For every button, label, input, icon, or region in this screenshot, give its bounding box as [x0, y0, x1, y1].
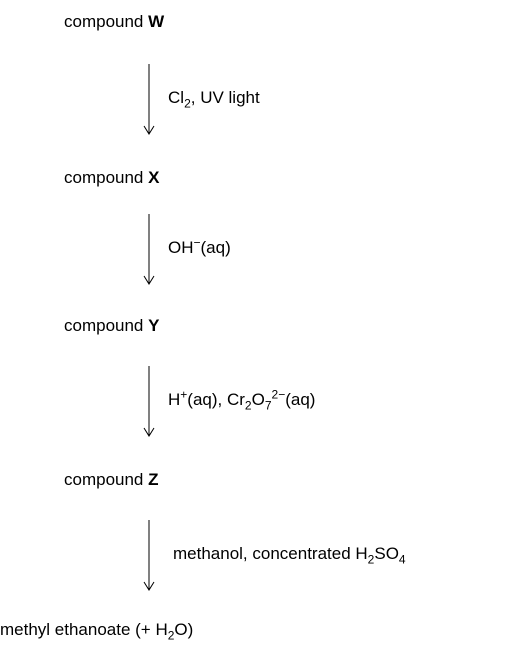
reagent-acidified-dichromate: H+(aq), Cr2O72−(aq) — [168, 387, 316, 413]
compound-z-letter: Z — [148, 470, 159, 489]
subscript: 4 — [398, 552, 406, 567]
reagent-text: OH — [168, 238, 194, 257]
reagent-text: methanol, concentrated H — [173, 544, 368, 563]
reagent-methanol-sulfuric-acid: methanol, concentrated H2SO4 — [173, 544, 406, 567]
compound-x-prefix: compound — [64, 168, 149, 187]
subscript: 2 — [367, 552, 375, 567]
compound-x-letter: X — [148, 168, 160, 187]
superscript: 2− — [271, 387, 286, 402]
reagent-text: , UV light — [190, 88, 260, 107]
reagent-hydroxide: OH−(aq) — [168, 235, 231, 258]
product-text: methyl ethanoate (+ H — [0, 620, 168, 639]
product-text: O) — [174, 620, 194, 639]
compound-y-prefix: compound — [64, 316, 149, 335]
subscript: 7 — [264, 398, 272, 413]
compound-w-letter: W — [148, 12, 165, 31]
compound-y-label: compound Y — [64, 316, 159, 336]
reagent-text: H — [168, 390, 181, 409]
reaction-arrow-3 — [143, 366, 155, 438]
compound-w-prefix: compound — [64, 12, 149, 31]
compound-z-prefix: compound — [64, 470, 149, 489]
reaction-arrow-2 — [143, 214, 155, 286]
subscript: 2 — [184, 96, 191, 111]
compound-x-label: compound X — [64, 168, 159, 188]
arrow-down-icon — [143, 214, 155, 285]
reagent-text: (aq), Cr — [187, 390, 245, 409]
reagent-text: (aq) — [200, 238, 231, 257]
arrow-down-icon — [143, 64, 155, 135]
superscript: − — [193, 235, 201, 250]
reagent-text: O — [251, 390, 265, 409]
compound-w-label: compound W — [64, 12, 164, 32]
arrow-down-icon — [143, 520, 155, 591]
reagent-text: Cl — [168, 88, 185, 107]
superscript: + — [180, 387, 188, 402]
reaction-arrow-1 — [143, 64, 155, 136]
arrow-down-icon — [143, 366, 155, 437]
product-label: methyl ethanoate (+ H2O) — [0, 620, 194, 643]
compound-y-letter: Y — [148, 316, 160, 335]
reaction-arrow-4 — [143, 520, 155, 592]
reagent-cl2-uv: Cl2, UV light — [168, 88, 260, 111]
reagent-text: SO — [374, 544, 399, 563]
compound-z-label: compound Z — [64, 470, 159, 490]
reagent-text: (aq) — [285, 390, 316, 409]
subscript: 2 — [167, 628, 175, 643]
subscript: 2 — [244, 398, 252, 413]
